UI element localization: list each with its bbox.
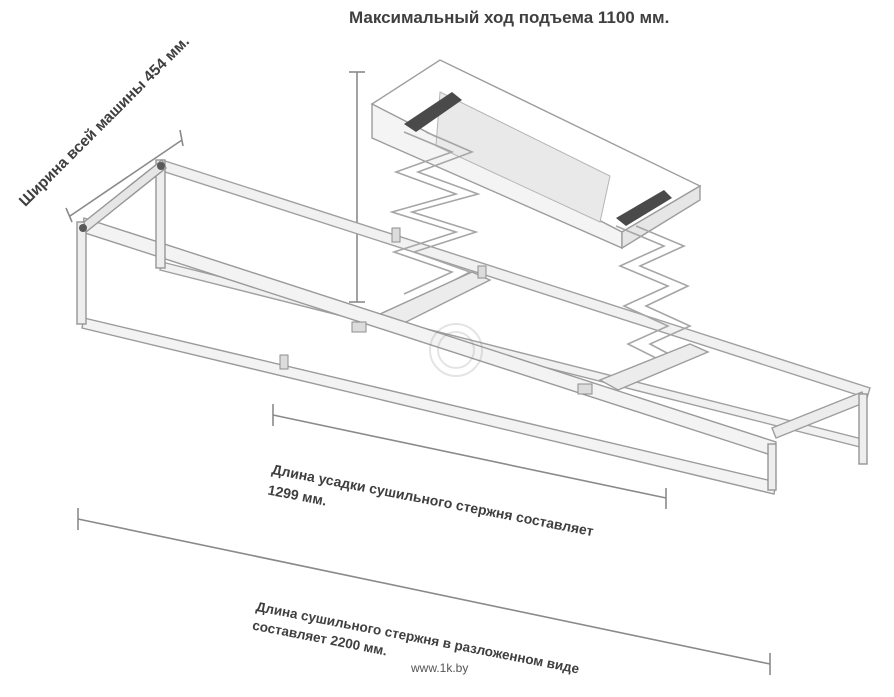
- lift-travel-label: Максимальный ход подъема 1100 мм.: [349, 8, 670, 27]
- watermark-logo-icon: [429, 323, 483, 377]
- lift-height-dimension: [349, 71, 365, 303]
- left-scissor-lift: [389, 131, 481, 295]
- watermark-text: www.1k.by: [411, 661, 469, 675]
- width-dimension: [65, 129, 184, 223]
- rail-joints: [279, 227, 593, 395]
- ceiling-motor-unit: [370, 59, 702, 250]
- full-length-dimension: [77, 508, 771, 675]
- shrink-length-dimension: [272, 404, 667, 509]
- cross-brackets: [378, 271, 867, 439]
- end-caps: [79, 162, 165, 232]
- right-end-frame: [767, 393, 868, 491]
- back-rails: [158, 159, 871, 449]
- right-scissor-lift: [615, 225, 692, 363]
